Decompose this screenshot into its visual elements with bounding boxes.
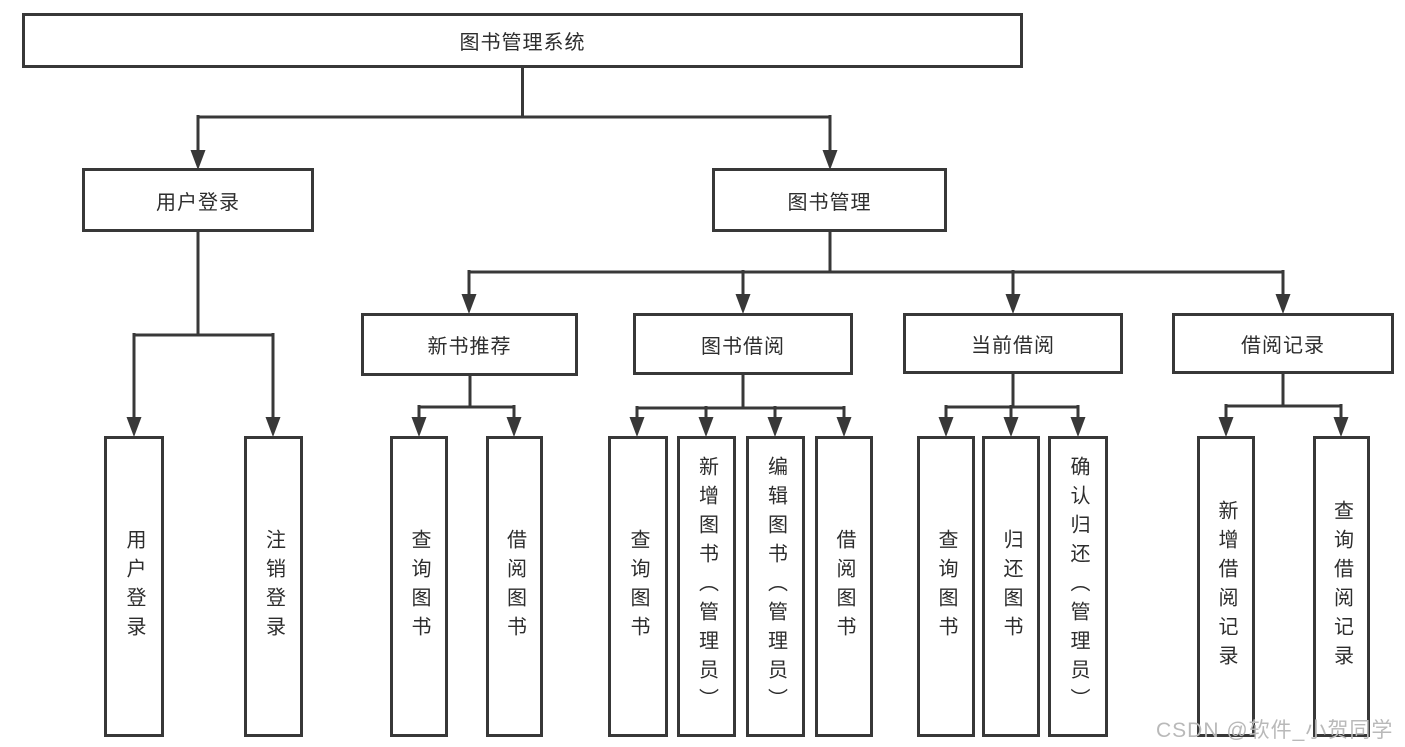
leaf-label: 用户登录 (123, 528, 145, 645)
leaf-label: 归还图书 (1000, 528, 1022, 645)
leaf-label: 查询图书 (408, 528, 430, 645)
node-user-login: 用户登录 (82, 168, 314, 232)
leaf-label: 新增图书（管理员） (695, 456, 718, 717)
leaf-label: 新增借阅记录 (1215, 499, 1237, 674)
node-leaf-return-books: 归还图书 (982, 436, 1040, 737)
node-leaf-confirm-return-admin: 确认归还（管理员） (1048, 436, 1108, 737)
node-leaf-borrow-books: 借阅图书 (815, 436, 873, 737)
node-new-book-recommend: 新书推荐 (361, 313, 578, 376)
node-book-management: 图书管理 (712, 168, 947, 232)
leaf-label: 借阅图书 (503, 528, 526, 645)
leaf-label: 确认归还（管理员） (1067, 456, 1089, 717)
node-leaf-user-login: 用户登录 (104, 436, 164, 737)
leaf-label: 注销登录 (262, 528, 285, 645)
watermark-text: CSDN @软件_小贺同学 (1156, 719, 1394, 742)
node-leaf-add-book-admin: 新增图书（管理员） (677, 436, 736, 737)
leaf-label: 查询借阅记录 (1330, 499, 1353, 674)
node-leaf-query-books-recommend: 查询图书 (390, 436, 448, 737)
node-leaf-query-books-current: 查询图书 (917, 436, 975, 737)
node-leaf-logout: 注销登录 (244, 436, 303, 737)
node-leaf-query-borrow-record: 查询借阅记录 (1313, 436, 1370, 737)
leaf-label: 借阅图书 (833, 528, 855, 645)
node-borrowing-records: 借阅记录 (1172, 313, 1394, 374)
node-leaf-add-borrow-record: 新增借阅记录 (1197, 436, 1255, 737)
leaf-label: 编辑图书（管理员） (764, 456, 787, 717)
node-library-system: 图书管理系统 (22, 13, 1023, 68)
node-leaf-query-books-borrow: 查询图书 (608, 436, 668, 737)
node-leaf-borrow-books-recommend: 借阅图书 (486, 436, 543, 737)
leaf-label: 查询图书 (627, 528, 649, 645)
node-current-borrowing: 当前借阅 (903, 313, 1123, 374)
node-leaf-edit-book-admin: 编辑图书（管理员） (746, 436, 805, 737)
node-book-borrowing: 图书借阅 (633, 313, 853, 375)
leaf-label: 查询图书 (935, 528, 957, 645)
